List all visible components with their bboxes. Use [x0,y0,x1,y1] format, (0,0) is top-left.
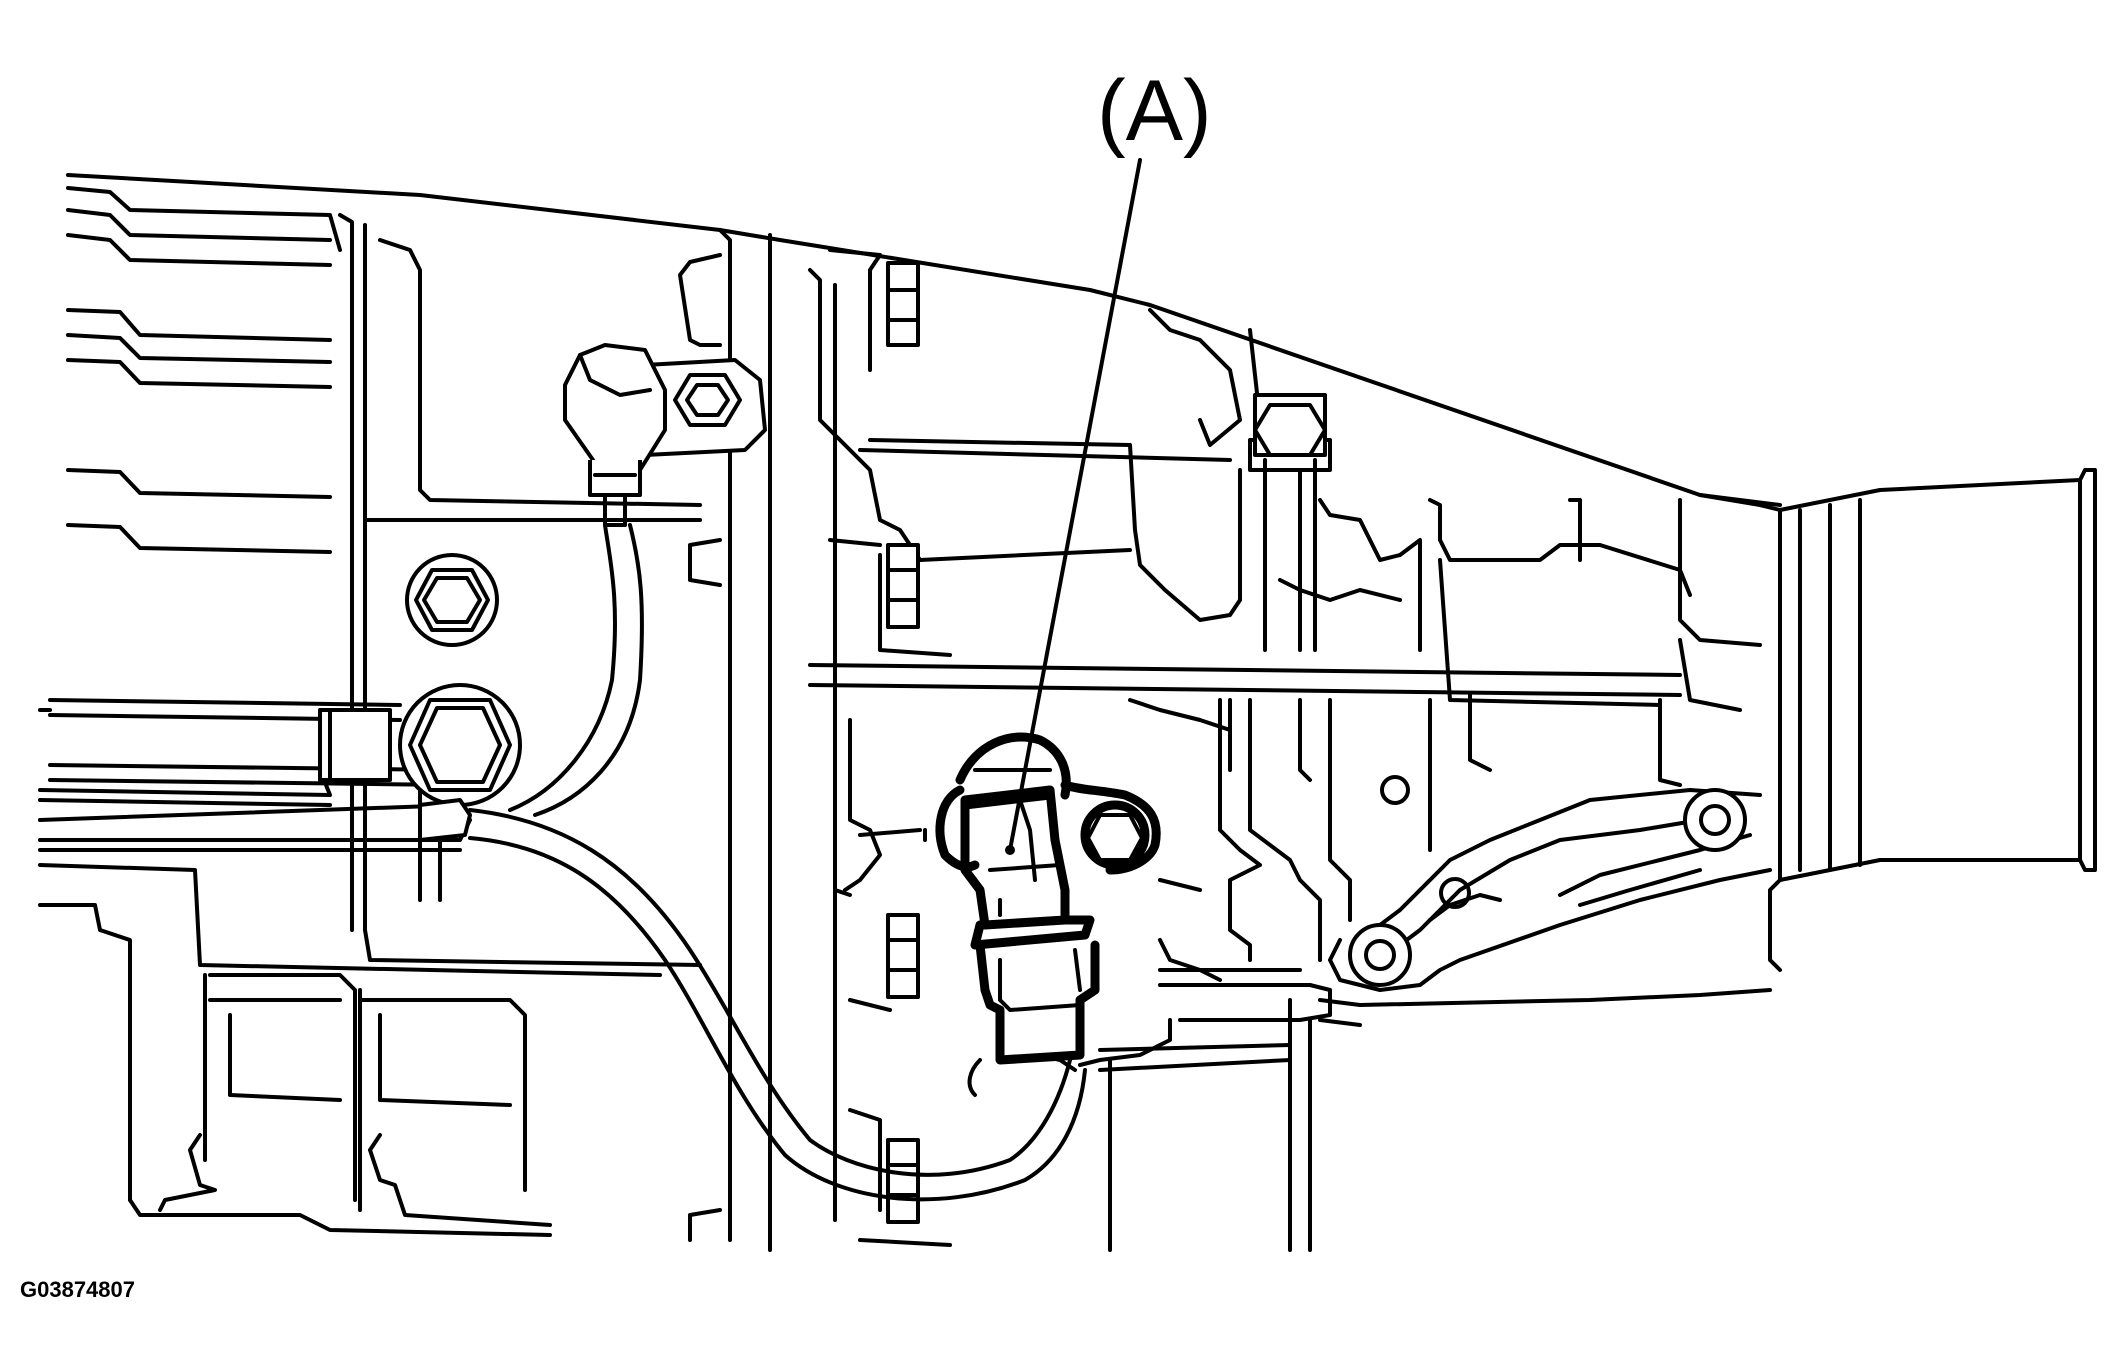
bolt-left-middle [405,553,499,647]
upper-bracket [633,358,767,457]
figure-id: G03874807 [20,1277,135,1302]
housing-top-outline [66,173,1782,554]
upper-right-body [808,308,1762,787]
callout-leader [1008,158,1142,852]
bolt-upper-right [1248,393,1332,652]
wiring-harness [38,523,1087,1202]
bolt-center-bottom [886,1138,920,1224]
output-shaft-housing [1698,468,2097,972]
bolt-center-mid [886,543,920,629]
sensor-mount-bolt [1080,800,1150,870]
ground-terminal [563,343,667,527]
lower-right-body [843,698,1772,1252]
center-flange [678,228,1232,1252]
speed-sensor [935,732,1161,1065]
callout-label-a: (A) [1097,63,1212,159]
bolt-center-top [886,261,920,347]
bolt-center-low [886,913,920,999]
linkage-bracket [1328,775,1772,992]
bolt-left-large [398,683,522,807]
